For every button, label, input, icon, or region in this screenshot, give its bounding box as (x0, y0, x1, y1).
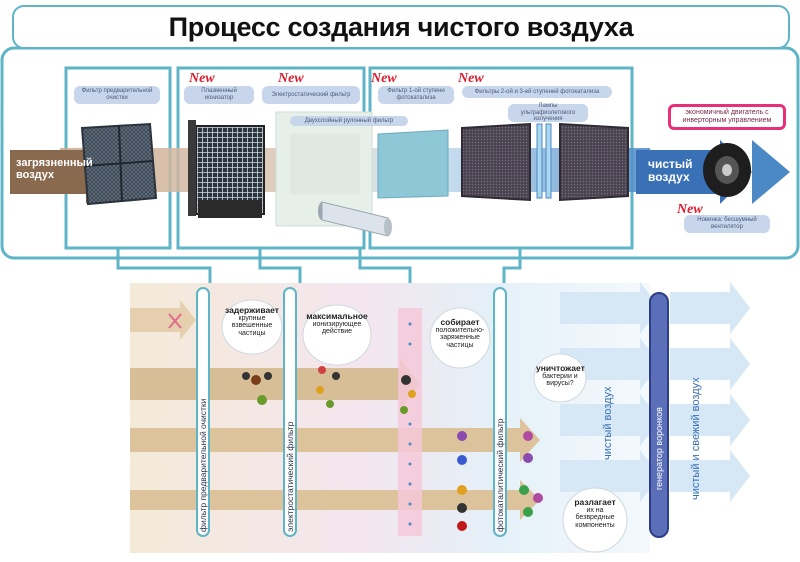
label-uv-lamps: Лампы ультрафиолетового излучения (508, 103, 588, 122)
bubble-5-text: разлагает их на безвредные компоненты (567, 498, 623, 529)
new-badge-photocat23: New (458, 71, 484, 86)
bubble-1-body: крупные взвешенные частицы (231, 314, 273, 337)
bubble-4 (533, 353, 587, 403)
uv-lamp-2 (545, 123, 552, 199)
bubble-3-head: собирает (440, 317, 480, 327)
label-photocat1: Фильтр 1-ой ступени фотокатализа (378, 86, 454, 104)
bubble-5 (562, 487, 628, 553)
bubble-3-body: положительно-заряженные частицы (435, 326, 485, 349)
uv-lamp-1 (536, 123, 543, 199)
label-fan: Новинка: бесшумный вентилятор (684, 215, 770, 233)
ionizer-image (188, 120, 265, 218)
prefilter-tube (196, 287, 210, 537)
connector-lines (116, 248, 522, 290)
electrostatic-tube (283, 287, 297, 537)
new-badge-ionizer: New (189, 71, 215, 86)
photocat3-image (559, 122, 629, 202)
bubble-1-text: задерживает крупные взвешенные частицы (222, 306, 282, 337)
roll-filter-image (318, 201, 392, 237)
bubble-1 (221, 299, 283, 355)
vlabel-photocat: фотокаталитический фильтр (495, 418, 505, 532)
vlabel-clean-fresh: чистый и свежий воздух (690, 377, 702, 500)
label-double-filter: Двухслойный рулонный фильтр (290, 116, 408, 126)
generator-tube (649, 292, 669, 538)
bubble-5-head: разлагает (574, 497, 616, 507)
collector-plate (398, 308, 422, 536)
bubble-4-head: уничтожает (536, 363, 585, 373)
photocat-tube (493, 287, 507, 537)
particle-icons (242, 366, 543, 531)
bubble-2-head: максимальное (306, 311, 368, 321)
blocked-cross-icon (168, 313, 182, 329)
bubble-2-body: ионизирующее действие (312, 320, 362, 336)
new-badge-fan: New (677, 202, 703, 217)
new-badge-electrostatic: New (278, 71, 304, 86)
photocat1-image (377, 129, 449, 199)
label-photocat23: Фильтры 2-ой и 3-ей ступеней фотокатализ… (462, 86, 612, 98)
bubble-1-head: задерживает (225, 305, 279, 315)
photocat2-image (461, 122, 531, 202)
bubble-4-text: уничтожает бактерии и вирусы? (536, 363, 585, 388)
vlabel-electrostatic: электростатический фильтр (285, 421, 295, 532)
new-badge-photocat1: New (371, 71, 397, 86)
bubble-4-body: бактерии и вирусы? (542, 372, 578, 388)
bubble-3-text: собирает положительно-заряженные частицы (432, 318, 488, 349)
bubble-5-body: их на безвредные компоненты (575, 506, 615, 529)
vlabel-clean: чистый воздух (602, 386, 614, 460)
input-arrow-label: загрязненный воздух (16, 157, 93, 181)
prefilter-image (80, 122, 158, 206)
output-arrow-tip (752, 140, 790, 204)
label-electrostatic: Электростатический фильтр (262, 86, 360, 104)
label-plasma-ionizer: Плазменный ионизатор (184, 86, 254, 104)
input-arrow-shape (10, 140, 106, 204)
vlabel-prefilter: фильтр предварительной очистки (198, 398, 208, 532)
bubble-2 (302, 304, 372, 366)
label-prefilter: Фильтр предварительной очистки (74, 86, 160, 104)
label-motor: экономичный двигатель с инверторным упра… (668, 104, 786, 130)
bubble-2-text: максимальное ионизирующее действие (305, 312, 369, 336)
fan-image (703, 143, 751, 197)
flow-arrows (130, 282, 750, 520)
vlabel-generator: генератор воронков (654, 407, 664, 490)
page-title: Процесс создания чистого воздуха (12, 5, 790, 49)
charge-dots (408, 322, 412, 526)
electrostatic-image (275, 111, 373, 227)
output-arrow-label: чистый воздух (648, 157, 693, 184)
bubble-3 (429, 307, 491, 369)
